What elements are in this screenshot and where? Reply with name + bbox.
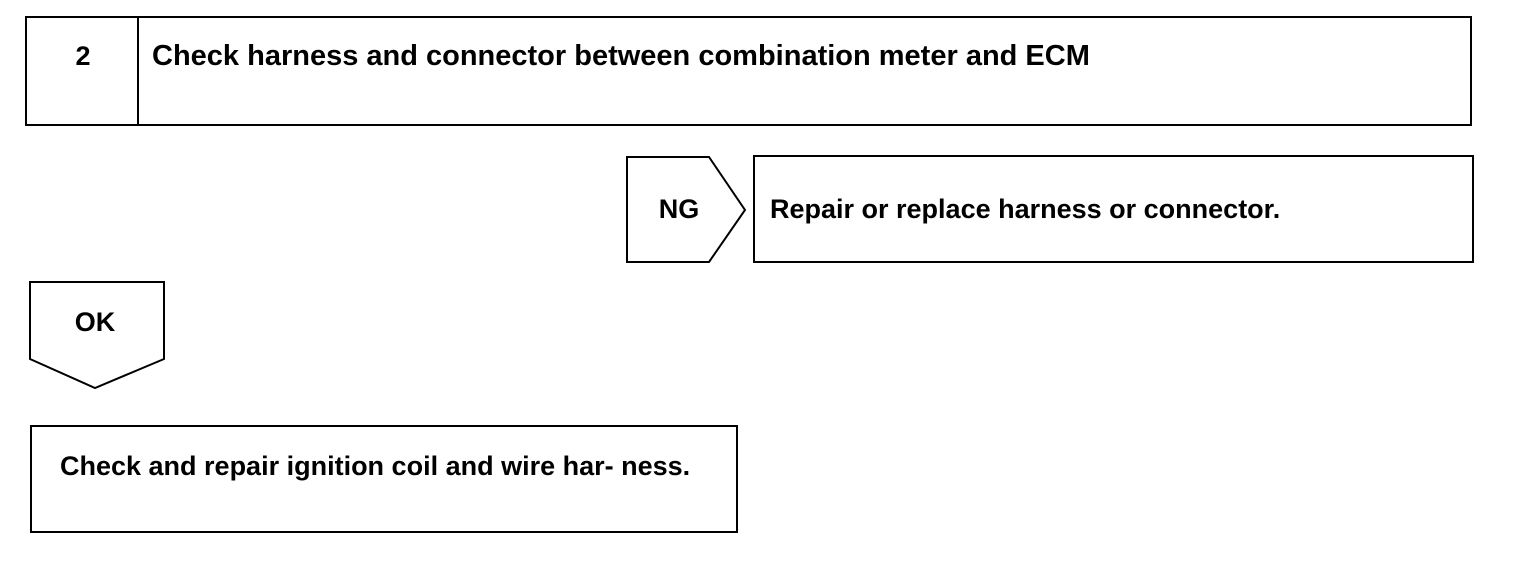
step-number: 2 — [75, 41, 91, 71]
step-header-box: 2 Check harness and connector between co… — [25, 16, 1472, 126]
ng-label: NG — [658, 194, 700, 224]
ok-result-box: Check and repair ignition coil and wire … — [30, 425, 738, 533]
ng-arrow-tag — [626, 156, 747, 263]
ng-result-box: Repair or replace harness or connector. — [753, 155, 1474, 263]
step-number-cell: 2 — [27, 18, 139, 124]
ok-result-text: Check and repair ignition coil and wire … — [60, 451, 691, 481]
ng-result-text: Repair or replace harness or connector. — [770, 194, 1281, 224]
ok-label: OK — [74, 307, 116, 337]
ok-arrow-tag — [29, 281, 165, 390]
step-title: Check harness and connector between comb… — [152, 40, 1090, 72]
